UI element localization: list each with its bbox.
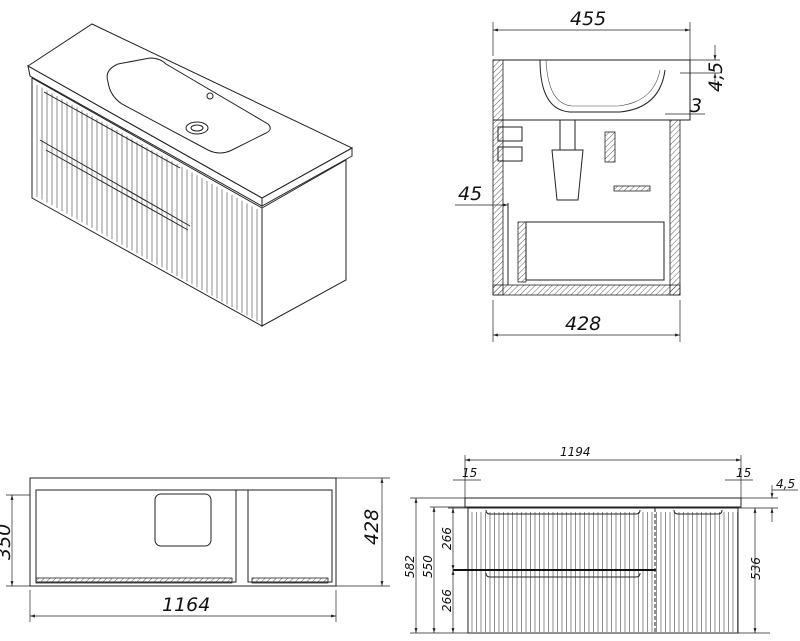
left-compartment [35, 489, 237, 583]
upper-drawer-front [604, 131, 616, 163]
drawer-divider [39, 139, 191, 227]
dim-top-thickness-front: 4,5 [776, 477, 795, 491]
dim-top-offset: 3 [690, 95, 702, 117]
shelf [613, 185, 651, 192]
tap-hole [206, 92, 214, 100]
back-panel [492, 59, 504, 296]
countertop [464, 497, 742, 508]
siphon-cutout [154, 493, 212, 547]
dim-overhang-right: 15 [736, 466, 751, 480]
sink-basin [106, 57, 271, 154]
drain-inner [190, 124, 204, 132]
front-flutes [471, 512, 738, 632]
basin-outline [493, 59, 691, 121]
handle-bottom [45, 149, 189, 231]
dim-overhang-left: 15 [462, 466, 477, 480]
dim-height-cabinet: 550 [421, 555, 435, 578]
hinge-bottom [497, 146, 523, 162]
drawer-bottom-right [251, 577, 329, 584]
dim-drawer-offset: 45 [458, 183, 482, 205]
handle-top [43, 91, 181, 169]
handle-right [673, 509, 723, 515]
side-section-view: 455 45 4,5 3 428 [455, 8, 727, 342]
dim-drawer-top: 266 [440, 527, 454, 550]
dim-height-total-front: 582 [403, 555, 417, 578]
countertop-top-face [27, 23, 354, 199]
front-inner-view: 350 428 1164 [0, 477, 390, 622]
drawer-side [517, 221, 527, 283]
dim-drawer-bottom: 266 [440, 589, 454, 612]
dim-height-total: 428 [361, 509, 383, 545]
front-view: 1194 15 15 582 550 266 266 536 4,5 [403, 445, 798, 634]
bottom-panel [492, 284, 681, 296]
dim-top-thickness: 4,5 [705, 62, 727, 92]
dim-height-right: 536 [749, 557, 763, 580]
front-flutes [36, 84, 258, 322]
handle-top [485, 509, 641, 515]
lower-drawer [525, 221, 665, 281]
drain-icon [185, 121, 209, 135]
countertop-side-edge [261, 147, 353, 207]
countertop-front-edge [27, 65, 263, 207]
dim-top-width: 1194 [560, 445, 591, 459]
cabinet-body [29, 477, 337, 587]
dim-depth-total: 455 [570, 8, 606, 30]
drawer-bottom-left [35, 577, 233, 584]
right-compartment [247, 489, 333, 583]
dim-height-inner: 350 [0, 524, 15, 560]
hinge-top [497, 126, 523, 142]
isometric-view [27, 23, 354, 327]
front-panel [669, 119, 681, 296]
dim-width: 1164 [162, 594, 210, 616]
basin-inner [545, 59, 661, 107]
handle-bottom [485, 572, 641, 578]
cabinet-side [261, 159, 347, 327]
dim-depth-cabinet: 428 [565, 313, 601, 335]
siphon-icon [551, 120, 584, 201]
basin-section [539, 59, 666, 113]
